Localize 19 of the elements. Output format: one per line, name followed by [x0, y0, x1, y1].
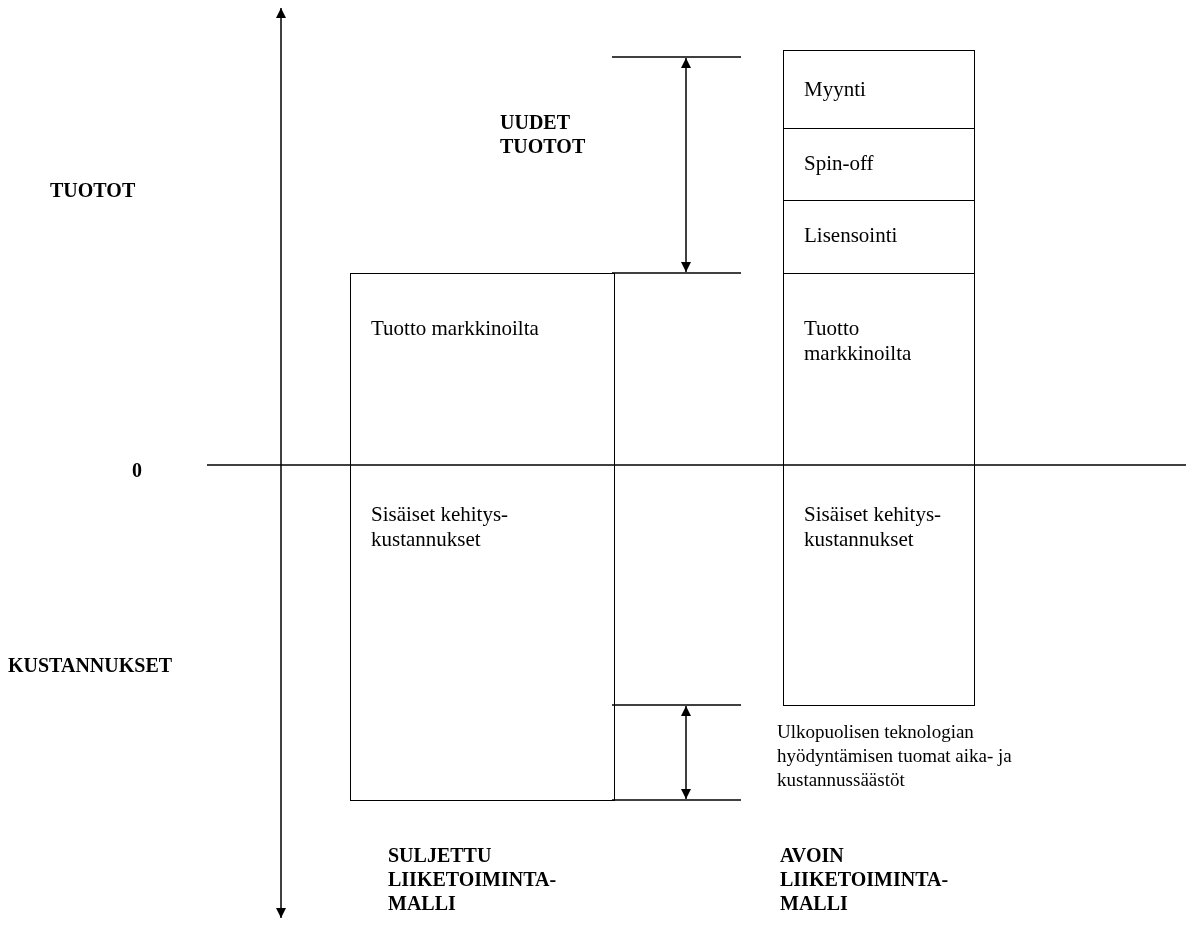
bar-label: Tuotto markkinoilta — [804, 316, 913, 366]
model-bar — [350, 273, 615, 801]
bar-label: Sisäiset kehitys- kustannukset — [371, 502, 510, 552]
revenue-segment — [783, 128, 975, 201]
dimension-label: Ulkopuolisen teknologian hyödyntämisen tuomat aika- ja kustannussäästöt — [777, 720, 1013, 792]
axis-label: KUSTANNUKSET — [8, 653, 174, 677]
axis-label: TUOTOT — [50, 178, 137, 202]
bar-label: Lisensointi — [804, 223, 899, 248]
dimension-label: UUDET TUOTOT — [500, 110, 587, 158]
model-title: SULJETTU LIIKETOIMINTA-MALLI — [388, 843, 558, 915]
bar-label: Spin-off — [804, 151, 875, 176]
model-bar — [783, 273, 975, 706]
bar-label: Tuotto markkinoilta — [371, 316, 540, 341]
zero-label: 0 — [132, 458, 143, 482]
revenue-segment — [783, 50, 975, 129]
bar-label: Myynti — [804, 77, 867, 102]
revenue-segment — [783, 200, 975, 274]
bar-label: Sisäiset kehitys- kustannukset — [804, 502, 943, 552]
model-title: AVOIN LIIKETOIMINTA-MALLI — [780, 843, 950, 915]
